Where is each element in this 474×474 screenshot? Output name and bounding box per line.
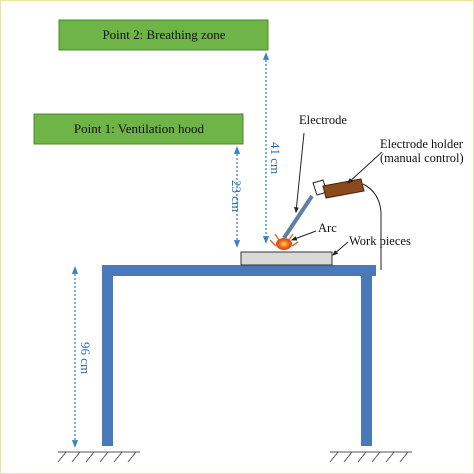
ground-hatching-right bbox=[329, 451, 412, 463]
breathing-zone-dimension-label: 41 cm bbox=[268, 142, 283, 174]
welding-table bbox=[102, 265, 376, 446]
electrode-label: Electrode bbox=[299, 113, 347, 127]
electrode-rod bbox=[282, 194, 314, 240]
electrode-holder-label: Electrode holder bbox=[380, 137, 464, 151]
holder-leader-line bbox=[347, 151, 383, 184]
electrode-holder-sublabel: (manual control) bbox=[380, 151, 464, 165]
welding-arc bbox=[269, 233, 299, 250]
holder-cable bbox=[362, 183, 382, 270]
work-pieces-label: Work pieces bbox=[349, 234, 411, 248]
arc-label: Arc bbox=[318, 221, 337, 235]
arc-leader-line bbox=[290, 230, 317, 241]
table-height-dimension-label: 96 cm bbox=[78, 342, 93, 374]
ventilation-hood-box: Point 1: Ventilation hood bbox=[33, 113, 244, 145]
ventilation-hood-label: Point 1: Ventilation hood bbox=[74, 121, 205, 136]
electrode-leader-line bbox=[294, 132, 305, 214]
breathing-zone-label: Point 2: Breathing zone bbox=[102, 27, 225, 42]
table-left-leg bbox=[102, 276, 113, 446]
breathing-zone-box: Point 2: Breathing zone bbox=[58, 19, 269, 51]
work-piece bbox=[240, 251, 333, 266]
table-right-leg bbox=[361, 276, 372, 446]
hood-dimension-label: 23 cm bbox=[229, 180, 244, 212]
ground-hatching-left bbox=[57, 451, 140, 463]
work-pieces-leader-line bbox=[332, 241, 349, 256]
